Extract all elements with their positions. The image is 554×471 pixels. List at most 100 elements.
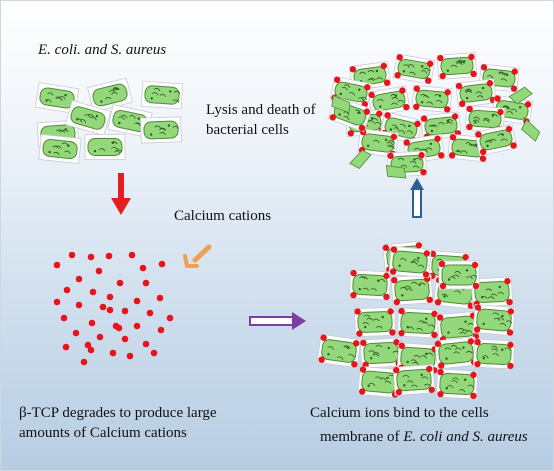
calcium-ion-dot <box>398 329 405 337</box>
calcium-cation <box>121 335 129 343</box>
calcium-ion-dot <box>431 331 438 339</box>
calcium-ion-dot <box>390 133 398 141</box>
calcium-cations-dots <box>53 251 174 366</box>
calcium-ion-dot <box>436 314 444 321</box>
bacterium-cell-lysed <box>474 123 518 157</box>
arrow-diagonal <box>183 244 212 268</box>
calcium-ion-dot <box>437 390 444 398</box>
calcium-ion-dot <box>473 326 481 333</box>
bacterium-cell <box>64 99 112 137</box>
cell-fragment <box>508 86 533 105</box>
calcium-ion-dot <box>471 261 479 269</box>
calcium-ion-dot <box>426 60 434 67</box>
bacterium-cell-bound <box>472 303 516 337</box>
calcium-ion-dot <box>438 362 445 369</box>
calcium-ion-dot <box>439 72 446 80</box>
calcium-ion-dot <box>426 365 433 373</box>
bacterium-cell-bound <box>436 310 480 344</box>
calcium-ion-dot <box>472 282 480 290</box>
calcium-cations-label: Calcium cations <box>174 208 272 224</box>
calcium-ion-dot <box>466 105 473 113</box>
calcium-ion-dot <box>422 271 430 278</box>
calcium-cation <box>139 264 147 272</box>
calcium-cation <box>53 298 61 306</box>
calcium-ion-dot <box>470 392 477 400</box>
calcium-cation <box>157 326 165 334</box>
calcium-cation <box>96 333 104 341</box>
calcium-cation <box>121 307 129 315</box>
calcium-cation <box>89 288 97 296</box>
calcium-ion-dot <box>391 277 398 284</box>
bacterium-cell-bound <box>472 338 516 370</box>
bacterium-cell-bound <box>348 269 392 301</box>
bacterium-cell <box>140 80 184 110</box>
calcium-ion-dot <box>497 108 504 116</box>
calcium-ion-dot <box>363 108 371 115</box>
bacterium-cell <box>34 82 80 114</box>
calcium-ion-dot <box>393 338 400 346</box>
bacterium-cell-bound <box>316 333 362 369</box>
calcium-ion-dot <box>360 339 367 347</box>
calcium-ion-dot <box>444 89 451 96</box>
calcium-ion-dot <box>470 70 477 78</box>
calcium-ion-dot <box>390 246 398 253</box>
calcium-ion-dot <box>420 168 427 176</box>
calcium-cation <box>105 252 113 260</box>
calcium-ion-dot <box>524 101 532 108</box>
calcium-ion-dot <box>320 334 327 341</box>
calcium-ion-dot <box>443 106 451 113</box>
bacterium-cell-lysed <box>392 53 436 85</box>
calcium-ion-dot <box>474 360 481 368</box>
calcium-ion-dot <box>423 250 431 257</box>
calcium-ion-dot <box>470 371 477 379</box>
calcium-ion-dot <box>437 368 444 376</box>
bind-label-line1: Calcium ions bind to the cells <box>310 405 489 421</box>
arrow-down-head <box>111 198 131 215</box>
calcium-ion-dot <box>396 54 404 61</box>
calcium-cation <box>99 303 107 311</box>
calcium-ion-dot <box>350 291 357 299</box>
calcium-cation <box>106 306 114 314</box>
calcium-cation <box>158 260 166 268</box>
calcium-ion-dot <box>384 112 391 119</box>
bacterium-cell-lysed <box>357 128 399 158</box>
bacterium-cell-lysed <box>367 85 411 117</box>
lysed-bacteria-cluster <box>327 52 541 179</box>
calcium-ion-dot <box>507 341 514 349</box>
calcium-ion-dot <box>359 366 367 373</box>
calcium-ion-dot <box>398 307 405 315</box>
calcium-cation <box>63 286 71 294</box>
calcium-ion-dot <box>507 308 515 315</box>
arrow-up <box>410 178 424 218</box>
calcium-ion-dot <box>364 84 371 91</box>
calcium-cation <box>133 297 141 305</box>
calcium-cation <box>87 346 95 354</box>
calcium-ion-dot <box>448 152 456 159</box>
calcium-ion-dot <box>376 110 383 117</box>
bacterium-cell-lysed <box>436 52 478 80</box>
cell-fragment <box>385 165 407 179</box>
calcium-ion-dot <box>438 152 445 159</box>
calcium-ion-dot <box>358 124 366 132</box>
calcium-ion-dot <box>428 386 435 393</box>
calcium-ion-dot <box>387 152 394 160</box>
calcium-ion-dot <box>431 310 438 318</box>
calcium-ion-dot <box>393 298 401 306</box>
calcium-cation <box>75 275 83 283</box>
calcium-cation <box>72 329 80 337</box>
calcium-cation <box>75 301 83 309</box>
calcium-ion-dot <box>479 148 487 156</box>
calcium-ion-dot <box>466 123 473 131</box>
calcium-ion-dot <box>389 329 396 336</box>
calcium-ion-dot <box>356 330 363 337</box>
calcium-ion-dot <box>475 131 482 138</box>
bind-label-prefix: membrane of <box>320 429 404 445</box>
calcium-ion-dot <box>494 95 501 102</box>
calcium-ion-dot <box>474 338 481 346</box>
calcium-ion-dot <box>383 79 391 86</box>
bacterium-cell <box>38 134 82 164</box>
calcium-ion-dot <box>510 142 517 149</box>
bacterium-cell-lysed <box>411 84 453 114</box>
bacterium-cell-bound <box>354 306 396 338</box>
